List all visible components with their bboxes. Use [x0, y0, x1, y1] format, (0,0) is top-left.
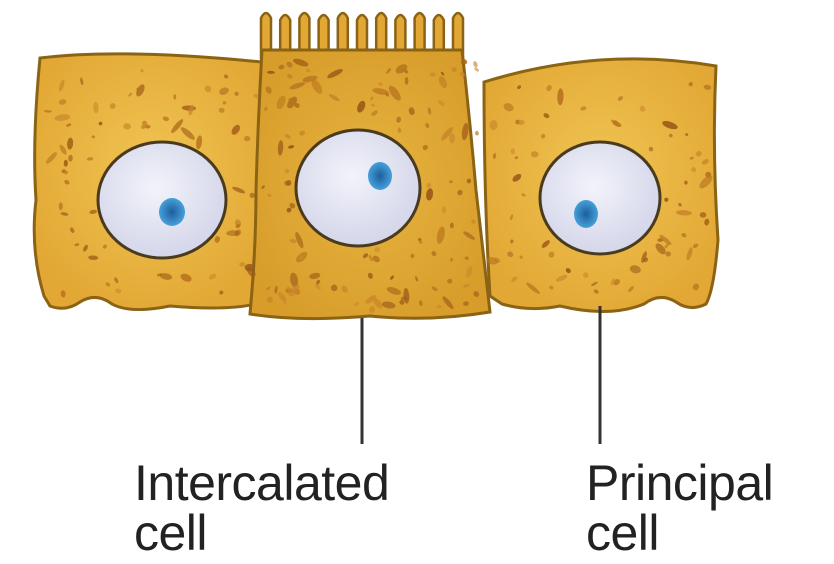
right-principal-cell — [484, 59, 718, 312]
organelle — [123, 123, 131, 129]
left-cell-nucleolus — [159, 198, 185, 226]
principal-label-line1: Principal — [586, 458, 773, 508]
organelle — [474, 67, 480, 73]
center-cell-nucleolus — [368, 162, 392, 190]
center-intercalated-cell — [250, 13, 490, 319]
principal-cell-label: Principal cell — [586, 458, 773, 558]
right-cell-nucleus — [540, 142, 660, 254]
organelle — [92, 135, 96, 138]
right-cell-nucleolus — [574, 200, 598, 228]
organelle — [59, 202, 63, 210]
center-cell-nucleus — [296, 130, 420, 246]
principal-label-line2: cell — [586, 508, 773, 558]
organelle — [475, 131, 480, 136]
intercalated-label-line1: Intercalated — [134, 458, 389, 508]
intercalated-label-line2: cell — [134, 508, 389, 558]
intercalated-cell-label: Intercalated cell — [134, 458, 389, 558]
organelle — [472, 61, 478, 69]
left-principal-cell — [34, 54, 268, 310]
organelle — [517, 120, 525, 125]
left-cell-nucleus — [98, 142, 226, 258]
